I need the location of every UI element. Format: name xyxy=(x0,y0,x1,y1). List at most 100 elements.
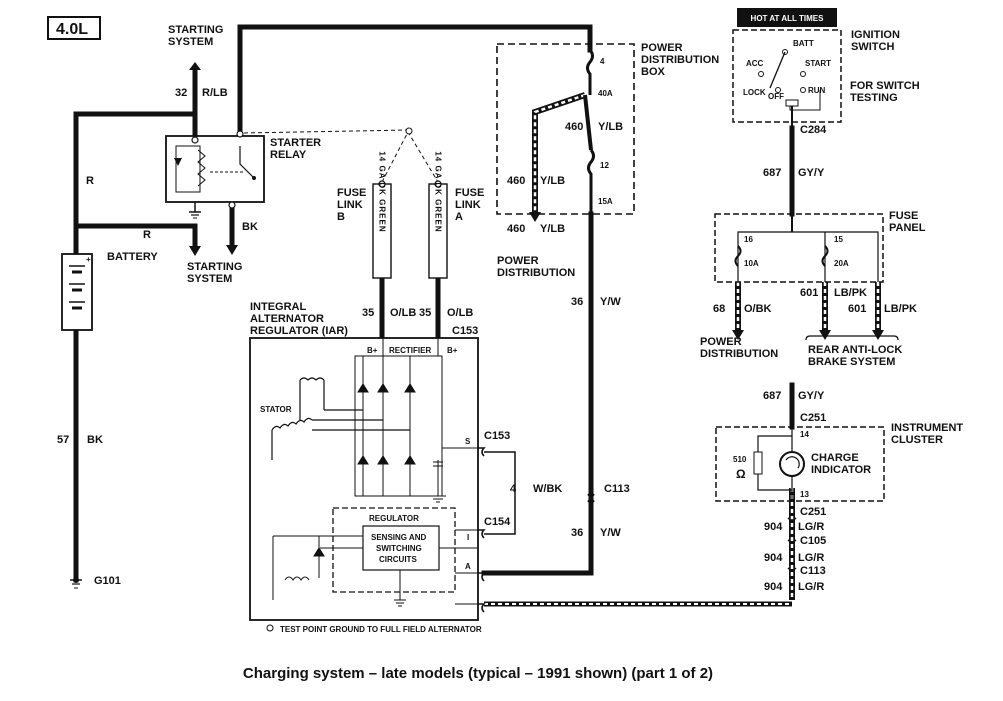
power-dist-b-label-1: POWER xyxy=(700,336,742,348)
wire-601-a-num: 601 xyxy=(800,287,818,299)
wire-r-inner xyxy=(73,223,198,249)
fuse-16-rating: 10A xyxy=(744,259,759,268)
battery: + xyxy=(61,253,93,589)
for-switch-label-2: TESTING xyxy=(850,92,898,104)
starter-relay-label-2: RELAY xyxy=(270,149,307,161)
wire-460-a-color: Y/LB xyxy=(598,121,623,133)
resistor-ohm: Ω xyxy=(736,467,746,481)
wire-460-a-num: 460 xyxy=(565,121,583,133)
wire-35a-color: O/LB xyxy=(447,307,473,319)
wire-32-color: R/LB xyxy=(202,87,228,99)
wire-r-outer xyxy=(73,111,198,257)
wire-relay-bk-color: BK xyxy=(242,221,258,233)
fuse-4-rating: 40A xyxy=(598,89,613,98)
svg-text:+: + xyxy=(86,255,91,264)
hot-at-all-times: HOT AT ALL TIMES xyxy=(751,14,825,23)
fuse-12-rating: 15A xyxy=(598,197,613,206)
power-dist-label-2: DISTRIBUTION xyxy=(497,267,575,279)
pdb-label-1: POWER xyxy=(641,42,683,54)
fuse-15-rating: 20A xyxy=(834,259,849,268)
wire-36-a-color: Y/W xyxy=(600,296,621,308)
diagram-labels: STARTING SYSTEM 32 R/LB R R STARTER RELA… xyxy=(57,14,963,682)
wire-601-a-color: LB/PK xyxy=(834,287,867,299)
starting-system-bottom-label-2: SYSTEM xyxy=(187,273,232,285)
iar-label-1: INTEGRAL xyxy=(250,301,307,313)
starter-relay-label-1: STARTER xyxy=(270,137,321,149)
wire-35b-num: 35 xyxy=(362,307,374,319)
ignition-switch-label-1: IGNITION xyxy=(851,29,900,41)
heavy-wires xyxy=(73,24,795,583)
fuse-panel-label-2: PANEL xyxy=(889,222,926,234)
b-plus-left: B+ xyxy=(367,346,378,355)
ground-g101: G101 xyxy=(94,575,121,587)
wire-57-num: 57 xyxy=(57,434,69,446)
sensing-label-2: SWITCHING xyxy=(376,544,422,553)
wire-32-num: 32 xyxy=(175,87,187,99)
arrow-heads xyxy=(189,62,884,340)
connector-c251-top: C251 xyxy=(800,412,826,424)
iar-label-3: REGULATOR (IAR) xyxy=(250,325,348,337)
wire-57-color: BK xyxy=(87,434,103,446)
engine-badge: 4.0L xyxy=(56,21,88,38)
wire-904-b-num: 904 xyxy=(764,552,783,564)
wire-68-color: O/BK xyxy=(744,303,772,315)
off-label: OFF xyxy=(768,92,784,101)
charge-indicator-label-1: CHARGE xyxy=(811,452,859,464)
pin-14: 14 xyxy=(800,430,809,439)
wire-601-b-num: 601 xyxy=(848,303,866,315)
wire-36-a-num: 36 xyxy=(571,296,583,308)
wire-460-c-num: 460 xyxy=(507,223,525,235)
fuse-link-b xyxy=(372,180,392,279)
wire-68-num: 68 xyxy=(713,303,725,315)
connector-c113-left: C113 xyxy=(604,483,630,495)
resistor-value: 510 xyxy=(733,455,747,464)
connector-c153-side: C153 xyxy=(484,430,510,442)
power-dist-b-label-2: DISTRIBUTION xyxy=(700,348,778,360)
connector-c105: C105 xyxy=(800,535,826,547)
s-terminal: S xyxy=(465,437,471,446)
wire-r-inner-color: R xyxy=(143,229,151,241)
start-label: START xyxy=(805,59,831,68)
fuse-link-b-label-1: FUSE xyxy=(337,187,366,199)
abs-label-1: REAR ANTI-LOCK xyxy=(808,344,902,356)
wire-35b-color: O/LB xyxy=(390,307,416,319)
fuse-link-a-label-1: FUSE xyxy=(455,187,484,199)
for-switch-label-1: FOR SWITCH xyxy=(850,80,920,92)
test-point-label: TEST POINT GROUND TO FULL FIELD ALTERNAT… xyxy=(280,625,482,634)
fuse-link-a-text: 14 GA DK GREEN xyxy=(434,151,443,232)
fuse-link-a-label-3: A xyxy=(455,211,463,223)
wire-36-b-num: 36 xyxy=(571,527,583,539)
batt-label: BATT xyxy=(793,39,814,48)
wire-460-b-color: Y/LB xyxy=(540,175,565,187)
wire-904-a-num: 904 xyxy=(764,521,783,533)
wire-4-color: W/BK xyxy=(533,483,562,495)
iar-label-2: ALTERNATOR xyxy=(250,313,324,325)
starting-system-top-label-2: SYSTEM xyxy=(168,36,213,48)
diagram-caption: Charging system – late models (typical –… xyxy=(243,665,713,682)
stator-label: STATOR xyxy=(260,405,292,414)
fuse-link-a-label-2: LINK xyxy=(455,199,481,211)
battery-label: BATTERY xyxy=(107,251,158,263)
connector-c251-bottom: C251 xyxy=(800,506,826,518)
wire-460-b-num: 460 xyxy=(507,175,525,187)
wire-36-y-w xyxy=(481,211,594,576)
fuse-15-num: 15 xyxy=(834,235,843,244)
instrument-cluster xyxy=(715,426,885,502)
fuse-16-num: 16 xyxy=(744,235,753,244)
i-terminal: I xyxy=(467,533,469,542)
fuse-panel xyxy=(714,213,884,283)
wire-904-c-color: LG/R xyxy=(798,581,824,593)
ignition-switch xyxy=(732,8,842,128)
ignition-switch-label-2: SWITCH xyxy=(851,41,894,53)
integral-alternator-regulator xyxy=(249,337,479,632)
cluster-connectors xyxy=(787,517,797,571)
fuse-panel-label-1: FUSE xyxy=(889,210,918,222)
starter-relay xyxy=(165,130,265,219)
sensing-label-1: SENSING AND xyxy=(371,533,426,542)
acc-label: ACC xyxy=(746,59,764,68)
wire-601-b-color: LB/PK xyxy=(884,303,917,315)
power-dist-label-1: POWER xyxy=(497,255,539,267)
iar-connectors xyxy=(478,447,595,613)
b-plus-right: B+ xyxy=(447,346,458,355)
